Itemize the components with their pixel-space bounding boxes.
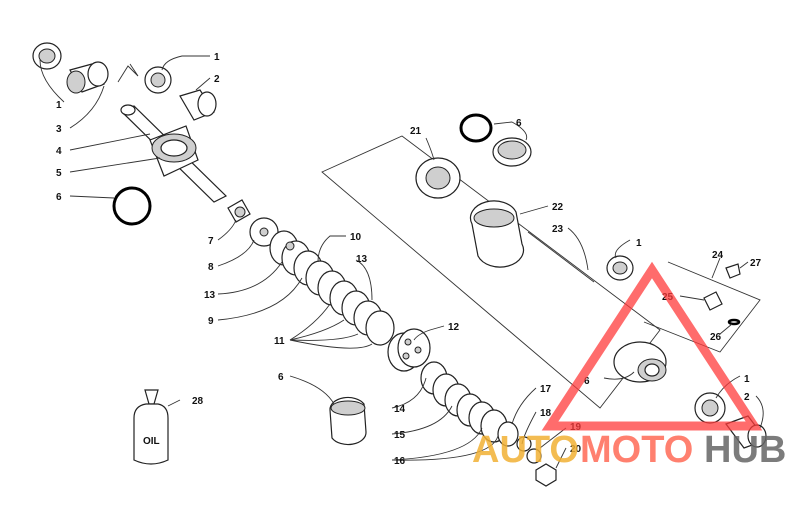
callout-6: 6 xyxy=(56,192,62,203)
callout-17: 17 xyxy=(540,384,552,395)
part-27-valve-cap xyxy=(725,263,741,279)
callout-13: 13 xyxy=(204,290,216,301)
part-22-bushing-split xyxy=(469,200,525,268)
callout-11: 11 xyxy=(274,336,285,347)
callout-7: 7 xyxy=(208,236,214,247)
watermark-text-hub: HUB xyxy=(704,429,786,471)
zigzag-line xyxy=(117,63,139,83)
callout-15: 15 xyxy=(394,430,406,441)
part-2-sleeve xyxy=(179,89,217,121)
part-1-bushing-top-left xyxy=(32,42,62,70)
callout-2: 2 xyxy=(744,392,750,403)
callout-16: 16 xyxy=(394,456,406,467)
callout-13: 13 xyxy=(356,254,368,265)
callout-27: 27 xyxy=(750,258,762,269)
callout-2: 2 xyxy=(214,74,220,85)
part-6-ring-lower xyxy=(329,396,367,446)
part-6-o-ring-right xyxy=(459,113,493,143)
part-28-oil-bottle: OIL xyxy=(133,389,169,465)
part-1-bushing-right-upper xyxy=(606,255,634,281)
shaft-assembly xyxy=(32,42,279,247)
callout-21: 21 xyxy=(410,126,422,137)
callout-numbers: 1 1 1 1 2 2 3 4 5 6 6 6 6 7 8 9 10 11 12… xyxy=(56,52,762,467)
part-12-piston xyxy=(387,328,431,372)
callout-10: 10 xyxy=(350,232,362,243)
callout-28: 28 xyxy=(192,396,204,407)
body-outline-box xyxy=(321,135,661,409)
part-25-valve xyxy=(703,291,723,311)
callout-6: 6 xyxy=(516,118,522,129)
callout-1: 1 xyxy=(744,374,750,385)
part-1-bushing-upper xyxy=(144,66,172,94)
watermark-text-moto: MOTO xyxy=(580,429,693,471)
shim-stack-lower xyxy=(420,361,557,487)
shock-body-eyelet xyxy=(613,341,667,383)
washer-19 xyxy=(526,448,542,464)
part-1-bushing-right-lower xyxy=(694,392,726,424)
part-26-o-ring-small xyxy=(727,318,741,326)
shim-disc xyxy=(365,310,395,346)
callout-4: 4 xyxy=(56,146,62,157)
oil-bottle-label: OIL xyxy=(143,436,160,447)
shim-stack-upper xyxy=(269,230,395,346)
part-23-body-tube xyxy=(527,231,595,283)
part-21-seal-head xyxy=(415,157,461,199)
callout-14: 14 xyxy=(394,404,406,415)
leader-lines xyxy=(39,55,764,469)
callout-6: 6 xyxy=(584,376,590,387)
automotohub-watermark: AUTO MOTO HUB xyxy=(472,261,786,471)
callout-8: 8 xyxy=(208,262,214,273)
shim-disc xyxy=(497,421,519,447)
callout-3: 3 xyxy=(56,124,62,135)
callout-24: 24 xyxy=(712,250,724,261)
callout-5: 5 xyxy=(56,168,62,179)
callout-1: 1 xyxy=(636,238,642,249)
callout-1: 1 xyxy=(214,52,220,63)
nut-20 xyxy=(535,463,557,487)
watermark-text-auto: AUTO xyxy=(472,429,579,471)
part-3-sleeve xyxy=(66,61,109,94)
part-6-ring-right xyxy=(492,137,532,167)
callout-18: 18 xyxy=(540,408,552,419)
part-4-shaft xyxy=(120,104,228,203)
watermark-triangle-logo xyxy=(541,261,763,431)
callout-9: 9 xyxy=(208,316,214,327)
callout-12: 12 xyxy=(448,322,460,333)
callout-1: 1 xyxy=(56,100,62,111)
callout-26: 26 xyxy=(710,332,722,343)
callout-22: 22 xyxy=(552,202,564,213)
callout-6: 6 xyxy=(278,372,284,383)
callout-23: 23 xyxy=(552,224,564,235)
part-7-nut xyxy=(227,199,251,223)
callout-20: 20 xyxy=(570,444,582,455)
valve-outline-box xyxy=(643,261,761,353)
part-6-o-ring-left xyxy=(112,186,152,226)
